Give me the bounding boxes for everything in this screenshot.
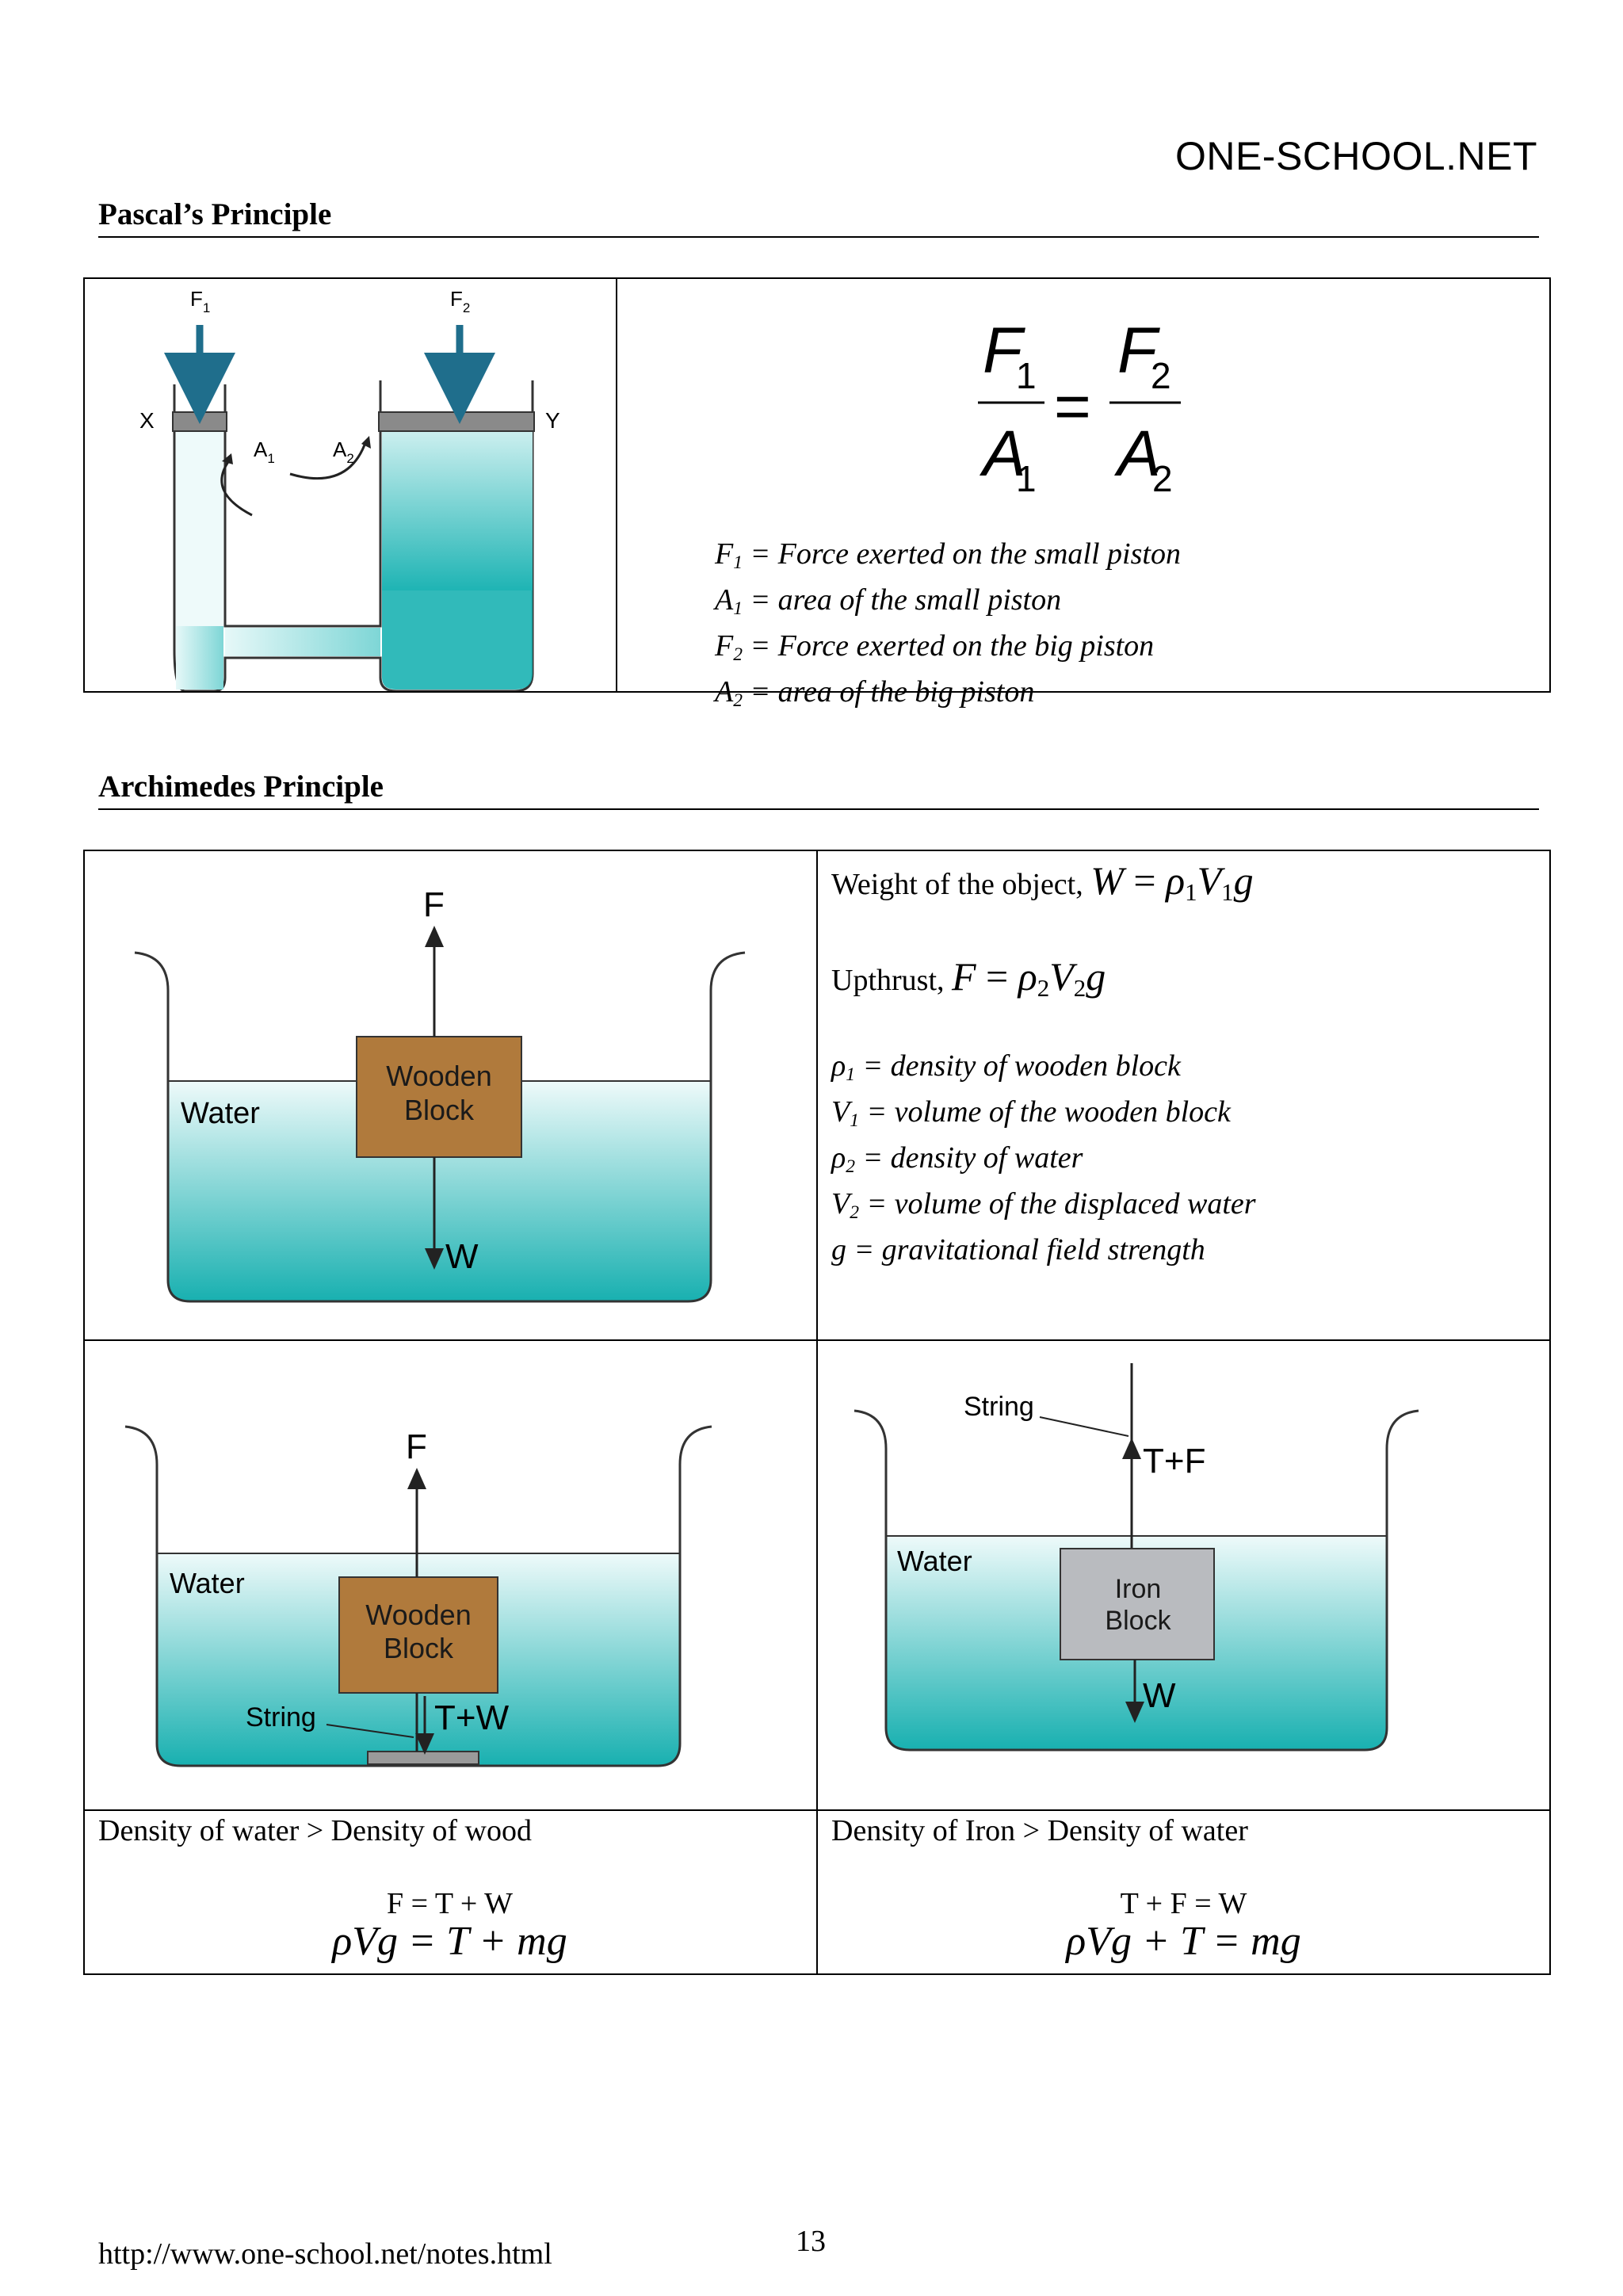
legend-line: g = gravitational field strength	[831, 1232, 1205, 1266]
svg-text:Block: Block	[1105, 1606, 1171, 1636]
svg-text:W: W	[1143, 1676, 1176, 1715]
legend-line: F1 = Force exerted on the small piston	[715, 537, 1181, 573]
legend-line: V1 = volume of the wooden block	[831, 1095, 1231, 1131]
row-divider	[83, 1339, 1551, 1341]
svg-text:2: 2	[1151, 355, 1171, 396]
label-water: Water	[181, 1097, 260, 1130]
legend-line: ρ1 = density of wooden block	[831, 1049, 1181, 1085]
left-equation-1: F = T + W	[386, 1887, 513, 1920]
label-a1: A1	[254, 437, 275, 466]
brand-name: ONE-SCHOOL.NET	[1174, 134, 1537, 178]
right-equation-1: T + F = W	[1120, 1887, 1247, 1920]
iron-block	[1060, 1548, 1215, 1660]
section-title-pascal: Pascal’s Principle	[98, 197, 332, 231]
svg-text:Water: Water	[897, 1545, 972, 1577]
label-w: W	[445, 1237, 479, 1276]
svg-text:String: String	[246, 1702, 316, 1733]
svg-text:F: F	[406, 1427, 427, 1466]
label-f2: F2	[450, 287, 470, 315]
left-condition: Density of water > Density of wood	[98, 1814, 532, 1847]
label-f1: F1	[190, 287, 210, 315]
pascal-legend: F1 = Force exerted on the small piston A…	[715, 536, 1181, 720]
left-equation-2: ρVg = T + mg	[332, 1919, 567, 1964]
submerged-wood-diagram: F T+W Water String Wooden Block	[124, 1425, 712, 1767]
table-divider	[616, 277, 617, 693]
svg-text:A: A	[1113, 418, 1161, 490]
svg-text:T+W: T+W	[434, 1698, 510, 1737]
floating-block-diagram: F W Water Wooden Block	[134, 885, 746, 1303]
wooden-block	[338, 1576, 498, 1694]
svg-text:2: 2	[1152, 458, 1173, 499]
footer-link[interactable]: http://www.one-school.net/notes.html	[98, 2237, 552, 2271]
svg-text:Block: Block	[404, 1094, 475, 1126]
small-piston	[172, 411, 227, 432]
legend-line: ρ2 = density of water	[831, 1140, 1083, 1177]
section-rule	[98, 808, 1539, 810]
svg-text:F: F	[1117, 315, 1160, 387]
row-divider	[83, 1809, 1551, 1811]
svg-text:Wooden: Wooden	[386, 1060, 491, 1092]
anchor-plate	[367, 1751, 479, 1765]
svg-text:T+F: T+F	[1143, 1442, 1205, 1480]
legend-line: V2 = volume of the displaced water	[831, 1186, 1256, 1223]
svg-text:Water: Water	[170, 1567, 245, 1599]
suspended-iron-diagram: String T+F Water W Iron Block	[854, 1363, 1419, 1752]
table-divider	[816, 850, 818, 1975]
svg-text:A: A	[979, 418, 1026, 490]
legend-line: F2 = Force exerted on the big piston	[715, 628, 1155, 665]
label-x: X	[139, 408, 155, 433]
svg-text:F: F	[983, 315, 1025, 387]
svg-text:Wooden: Wooden	[365, 1599, 471, 1631]
svg-text:1: 1	[1016, 458, 1037, 499]
big-piston	[378, 411, 535, 432]
wooden-block	[356, 1036, 522, 1158]
right-equation-2: ρVg + T = mg	[1066, 1919, 1301, 1964]
label-a2: A2	[333, 437, 354, 466]
svg-text:=: =	[1054, 371, 1091, 441]
archimedes-legend: ρ1 = density of wooden block V1 = volume…	[831, 1048, 1256, 1269]
svg-text:String: String	[964, 1392, 1034, 1422]
pascal-formula: F 1 A 1 = F 2 A 2	[978, 315, 1181, 499]
pascal-table	[83, 277, 1551, 693]
section-title-archimedes: Archimedes Principle	[98, 770, 384, 804]
label-y: Y	[545, 408, 560, 433]
right-condition: Density of Iron > Density of water	[831, 1814, 1248, 1847]
upthrust-formula-line: Upthrust, F = ρ2V2g	[831, 954, 1106, 1002]
svg-text:1: 1	[1016, 355, 1037, 396]
legend-line: A1 = area of the small piston	[715, 583, 1062, 619]
label-f: F	[423, 885, 445, 924]
legend-line: A2 = area of the big piston	[715, 674, 1035, 711]
weight-formula-line: Weight of the object, W = ρ1V1g	[831, 858, 1254, 906]
page-number: 13	[796, 2225, 826, 2258]
section-rule	[98, 236, 1539, 238]
hydraulic-press-diagram: F1 F2 X Y A1 A2	[139, 287, 560, 691]
svg-text:Iron: Iron	[1115, 1574, 1162, 1604]
svg-text:Block: Block	[384, 1632, 454, 1664]
